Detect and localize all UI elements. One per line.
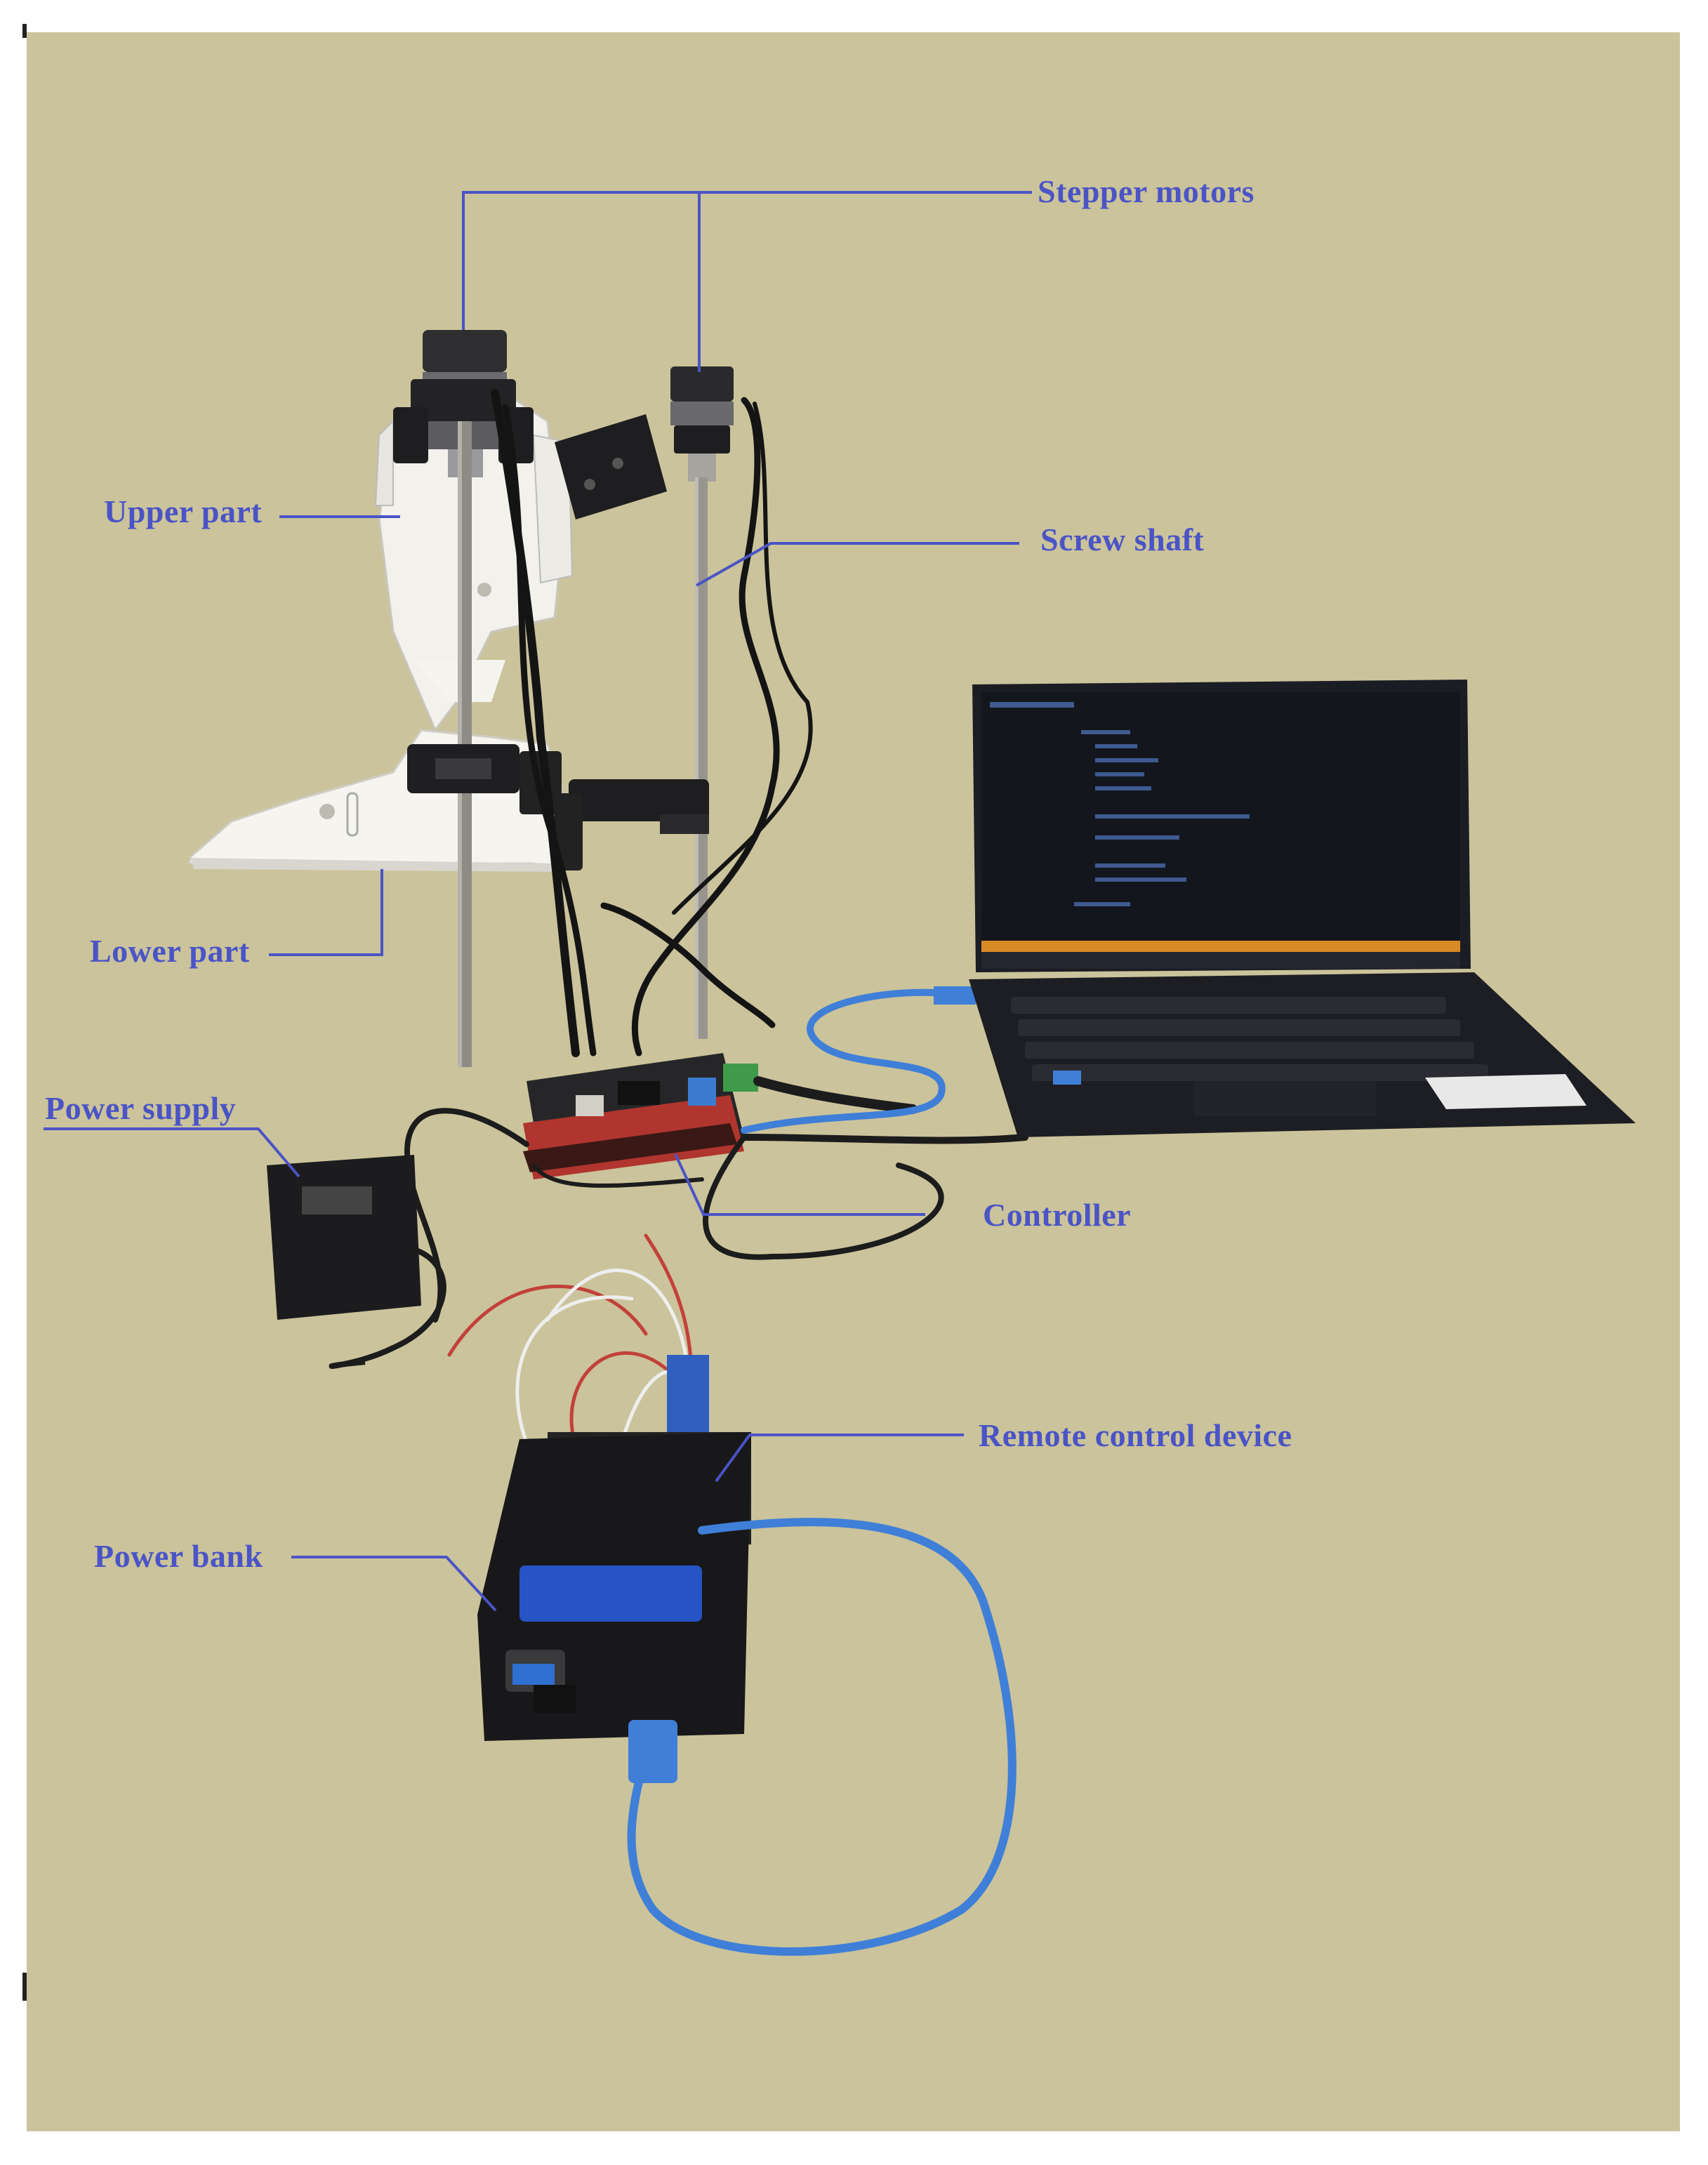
label-lower-part: Lower part [90, 933, 250, 969]
usb-cable [627, 1518, 1017, 1956]
label-upper-part: Upper part [104, 494, 263, 529]
leader-power-bank [291, 1556, 497, 1612]
leader-screw-shaft [696, 542, 1019, 587]
power-bank [477, 1432, 751, 1741]
leader-power-supply [44, 1127, 300, 1178]
right-stepper-motor [555, 366, 734, 519]
label-power-supply: Power supply [45, 1090, 237, 1126]
right-lower-clamp [555, 779, 709, 870]
leader-stepper-left [462, 191, 1032, 330]
leader-remote-control [715, 1434, 964, 1483]
label-screw-shaft: Screw shaft [1040, 522, 1205, 557]
code-editor-lines [990, 702, 1250, 906]
laptop [969, 680, 1636, 1137]
label-power-bank: Power bank [94, 1538, 263, 1574]
right-screw-shaft [695, 477, 708, 1039]
label-remote-control-device: Remote control device [979, 1417, 1292, 1453]
power-supply-adapter [267, 1155, 446, 1369]
controller-board [523, 1053, 758, 1179]
leader-controller [674, 1153, 925, 1216]
label-stepper-motors: Stepper motors [1038, 173, 1254, 209]
label-controller: Controller [983, 1197, 1132, 1233]
keyboard-keys [1011, 997, 1488, 1081]
leader-lower-part [269, 869, 383, 956]
leader-lines [44, 191, 1032, 1612]
motor-cables [491, 389, 813, 1057]
